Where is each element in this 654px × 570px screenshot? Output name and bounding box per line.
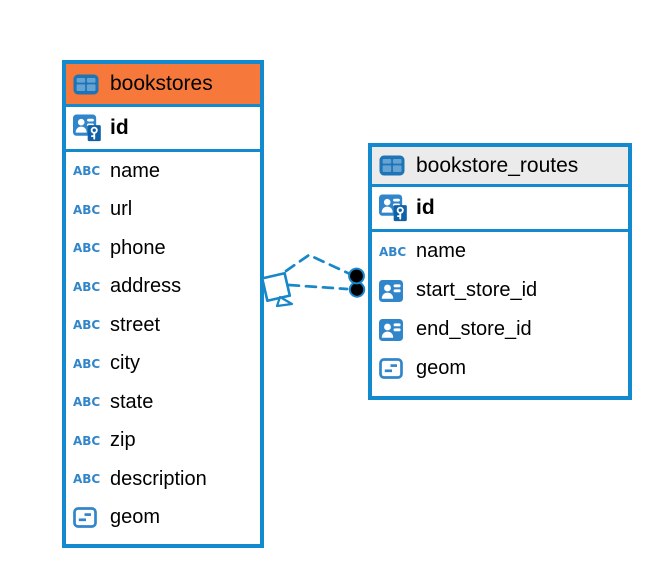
table-icon (379, 155, 407, 176)
column-row[interactable]: end_store_id (372, 310, 628, 349)
column-name: url (110, 198, 133, 221)
relationship-target-dot-lower (348, 281, 366, 298)
column-name: zip (110, 429, 136, 452)
column-row[interactable]: ABC phone (66, 229, 260, 268)
geometry-type-icon (73, 507, 101, 529)
table-bookstore-routes-header[interactable]: bookstore_routes (372, 147, 628, 187)
column-name: address (110, 275, 182, 298)
primary-key-icon (379, 194, 407, 222)
column-row-pk[interactable]: id (372, 187, 628, 232)
column-name: start_store_id (416, 279, 538, 301)
column-name: geom (416, 357, 467, 379)
text-type-icon: ABC (73, 395, 101, 410)
column-row[interactable]: ABC url (66, 191, 260, 230)
column-name: end_store_id (416, 318, 532, 340)
relationship-target-dot-upper (348, 267, 365, 285)
column-name: name (110, 159, 161, 182)
table-icon (73, 74, 101, 95)
relationship-line-lower (287, 283, 349, 291)
text-type-icon: ABC (73, 202, 101, 217)
column-name: description (110, 467, 207, 490)
column-name: geom (110, 506, 161, 529)
text-type-icon: ABC (73, 472, 101, 487)
column-row[interactable]: ABC street (66, 306, 260, 345)
table-bookstores-header[interactable]: bookstores (66, 64, 260, 107)
text-type-icon: ABC (379, 244, 407, 259)
text-type-icon: ABC (73, 279, 101, 294)
text-type-icon: ABC (73, 164, 101, 179)
column-row[interactable]: ABC name (66, 152, 260, 191)
primary-key-icon (73, 114, 101, 142)
text-type-icon: ABC (73, 318, 101, 333)
column-name: id (110, 116, 129, 139)
text-type-icon: ABC (73, 433, 101, 448)
column-row[interactable]: ABC description (66, 460, 260, 499)
geometry-type-icon (379, 358, 407, 379)
relationship-source-marker-fold (275, 295, 294, 308)
text-type-icon: ABC (73, 241, 101, 256)
column-name: state (110, 390, 154, 413)
column-row[interactable]: ABC city (66, 345, 260, 384)
column-row[interactable]: ABC address (66, 268, 260, 307)
foreign-key-icon (379, 318, 407, 341)
table-bookstore-routes[interactable]: bookstore_routes id ABC name (368, 143, 632, 400)
table-bookstores[interactable]: bookstores id ABC name (62, 60, 264, 548)
column-row[interactable]: geom (66, 499, 260, 538)
text-type-icon: ABC (73, 356, 101, 371)
column-row[interactable]: ABC zip (66, 422, 260, 461)
table-title: bookstores (110, 72, 213, 95)
relationship-line-upper (284, 253, 352, 276)
column-row[interactable]: ABC name (372, 232, 628, 271)
column-name: street (110, 313, 161, 336)
column-row[interactable]: geom (372, 349, 628, 388)
relationship-source-marker (260, 271, 292, 303)
column-name: phone (110, 236, 166, 259)
column-row[interactable]: start_store_id (372, 271, 628, 310)
column-name: name (416, 240, 467, 262)
relationship-connector-bookstores-to-routes[interactable] (260, 253, 366, 308)
column-row[interactable]: ABC state (66, 383, 260, 422)
column-name: city (110, 352, 140, 375)
foreign-key-icon (379, 279, 407, 302)
column-row-pk[interactable]: id (66, 107, 260, 152)
table-title: bookstore_routes (416, 153, 579, 177)
column-name: id (416, 196, 435, 219)
